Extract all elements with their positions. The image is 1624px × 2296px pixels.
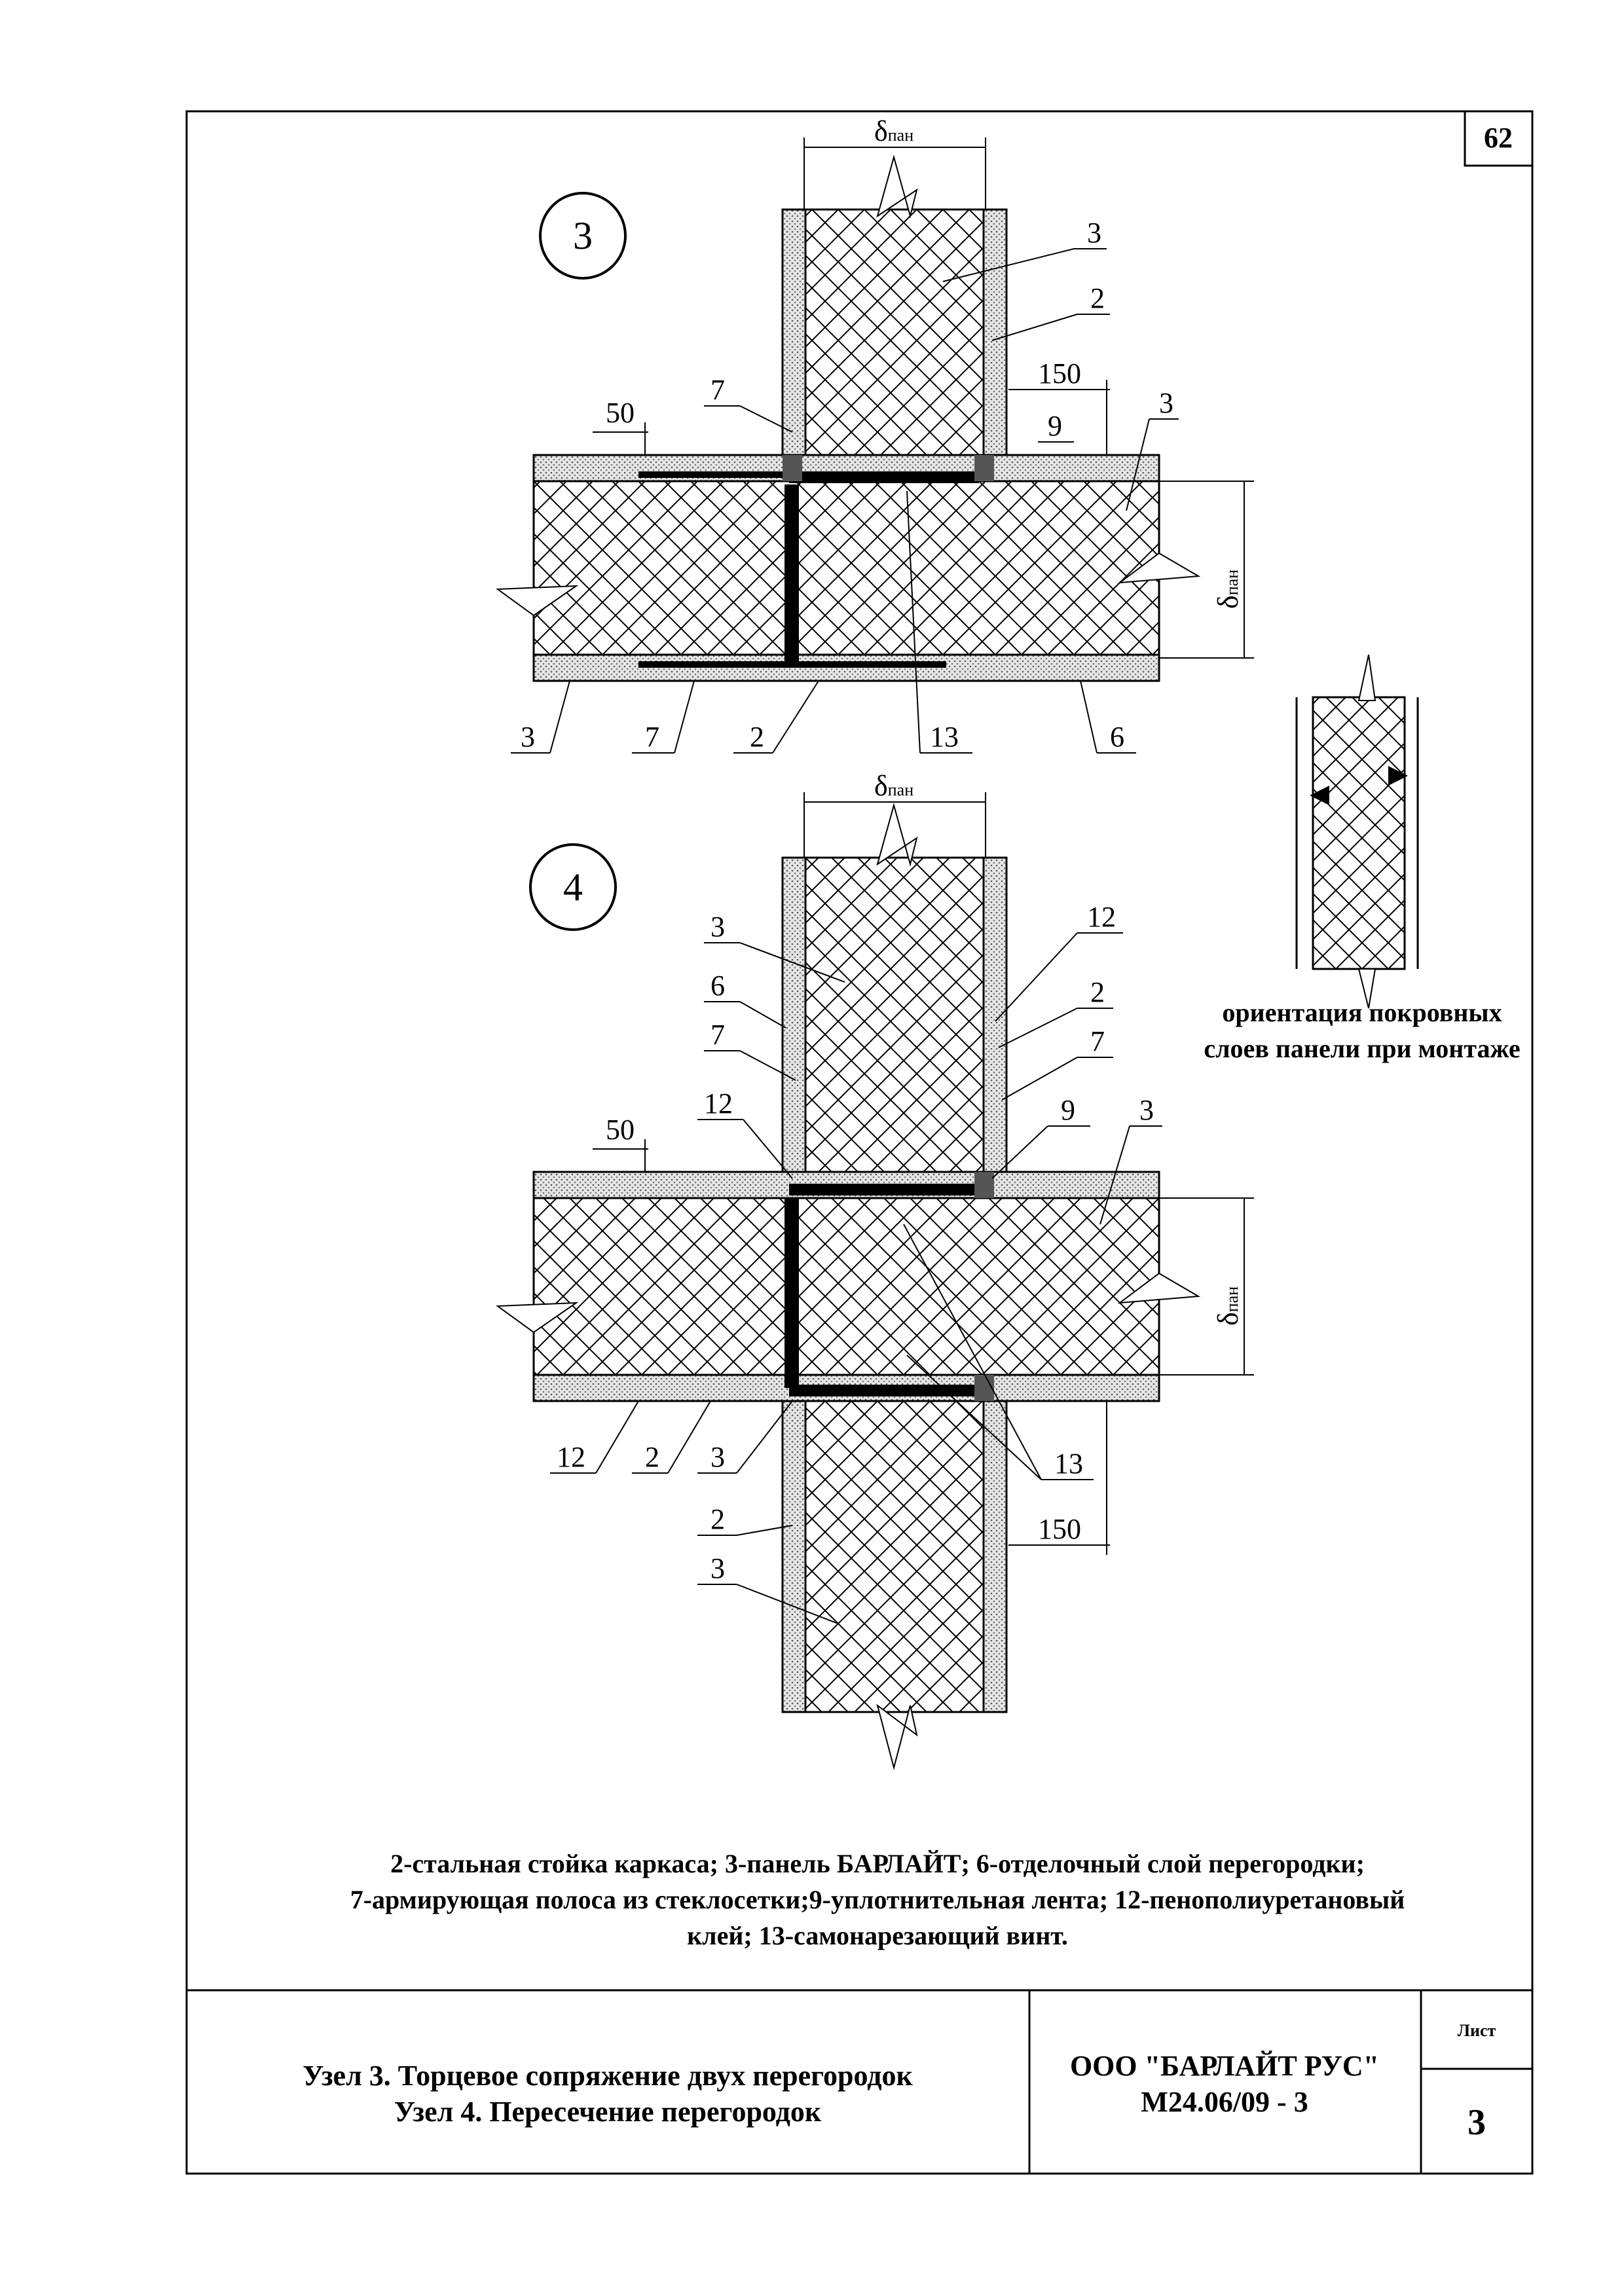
dim-150-node3: 150	[1038, 357, 1081, 390]
callout-4-6: 6	[710, 970, 725, 1002]
callout-4-7: 7	[710, 1019, 725, 1051]
dim-d-pan-right-node3: δпан	[1212, 570, 1244, 609]
sheet-label: Лист	[1458, 2021, 1496, 2040]
panel-orientation-sketch	[1295, 654, 1419, 1009]
callout-4-12: 12	[704, 1087, 733, 1120]
panel-horizontal-node4	[532, 1197, 1160, 1376]
callout-4-2c: 2	[710, 1503, 725, 1535]
callout-3b: 3	[1159, 387, 1173, 419]
node-4-circle	[529, 843, 617, 931]
sheet-value: 3	[1467, 2102, 1486, 2143]
company-name: ООО "БАРЛАЙТ РУС"	[1070, 2050, 1379, 2082]
callout-2: 2	[1090, 282, 1105, 314]
callout-4-2: 2	[1090, 976, 1105, 1008]
callout-4-2b: 2	[645, 1441, 659, 1473]
panel-horizontal-node3	[532, 480, 1160, 656]
dim-d-pan-right-node4: δпан	[1212, 1286, 1244, 1326]
node-3-drawing: 3 δпан δпан 150	[496, 115, 1254, 754]
dim-50-node4: 50	[606, 1114, 635, 1146]
dim-150-node4: 150	[1038, 1513, 1081, 1545]
callout-9: 9	[1048, 410, 1062, 442]
callout-3c: 3	[521, 721, 535, 753]
panel-vertical-bottom-node4	[804, 1400, 985, 1713]
callout-6: 6	[1110, 721, 1124, 753]
callout-4-13: 13	[1054, 1448, 1083, 1480]
callout-4-9: 9	[1061, 1094, 1075, 1126]
orientation-caption-line2: слоев панели при монтаже	[1204, 1034, 1520, 1063]
callout-7b: 7	[645, 721, 659, 753]
callout-4-3d: 3	[710, 1552, 725, 1584]
callout-4-3: 3	[710, 911, 725, 943]
node-4-drawing: 4 δпан δпан 50 150 3	[496, 770, 1254, 1770]
document-code: М24.06/09 - 3	[1141, 2086, 1308, 2118]
sheet-number-top: 62	[1484, 122, 1513, 154]
sheet-frame	[185, 110, 1534, 2175]
dim-d-pan-node4: δпан	[874, 770, 913, 802]
node-3-circle	[539, 192, 627, 280]
legend-line1: 2-стальная стойка каркаса; 3-панель БАРЛ…	[390, 1849, 1365, 1878]
node-3-number: 3	[573, 214, 593, 257]
node-4-number: 4	[563, 866, 583, 909]
callout-3: 3	[1087, 217, 1101, 249]
dim-d-pan-node3: δпан	[874, 115, 913, 147]
callout-2b: 2	[750, 721, 764, 753]
panel-vertical-top-node4	[804, 856, 985, 1190]
sheet-number-box	[1464, 110, 1534, 167]
callout-4-7b: 7	[1090, 1025, 1105, 1057]
legend-line2: 7-армирующая полоса из стеклосетки;9-упл…	[350, 1885, 1405, 1914]
dim-50-node3: 50	[606, 397, 635, 429]
orientation-caption-line1: ориентация покровных	[1222, 998, 1502, 1027]
legend-line3: клей; 13-самонарезающий винт.	[687, 1921, 1068, 1950]
title-line1: Узел 3. Торцевое сопряжение двух перегор…	[303, 2060, 913, 2092]
callout-7: 7	[710, 374, 725, 406]
callout-4-3b: 3	[1139, 1094, 1154, 1126]
panel-vertical-node3	[804, 208, 985, 466]
callout-4-3c: 3	[710, 1441, 725, 1473]
callout-4-12b: 12	[1087, 901, 1116, 933]
callout-4-12c: 12	[557, 1441, 585, 1473]
callout-13: 13	[930, 721, 959, 753]
title-line2: Узел 4. Пересечение перегородок	[394, 2096, 822, 2128]
